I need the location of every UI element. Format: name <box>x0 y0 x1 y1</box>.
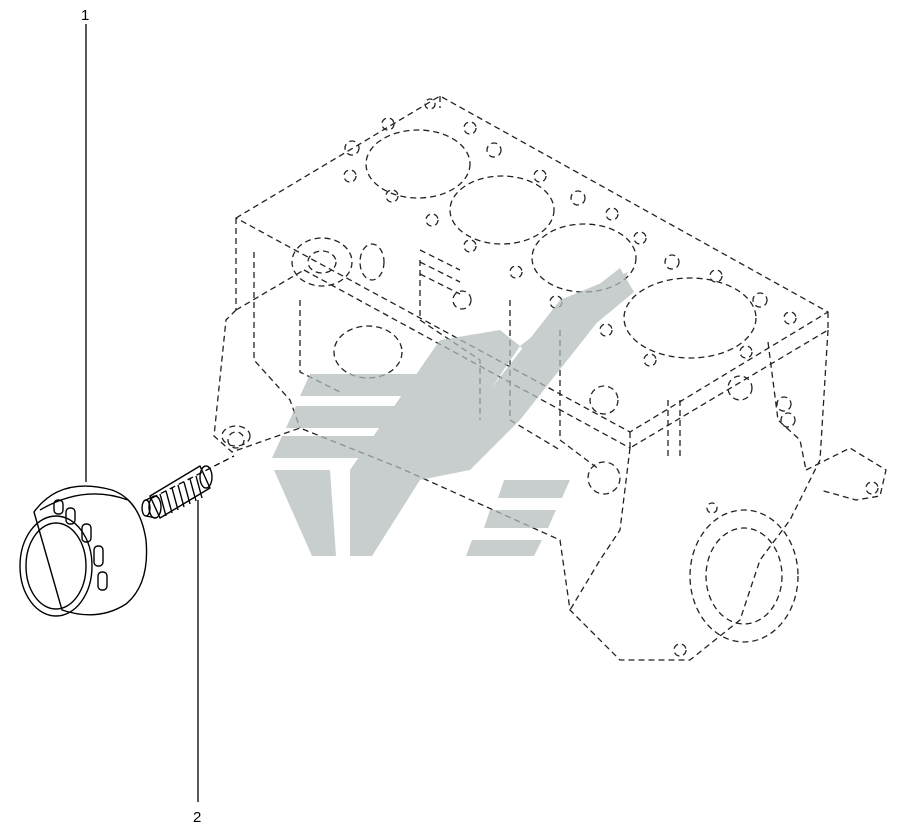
threaded-stud <box>141 455 235 519</box>
watermark-logo <box>272 268 634 556</box>
oil-filter <box>19 485 148 617</box>
callout-1: 1 <box>81 7 89 24</box>
callout-2: 2 <box>193 809 201 826</box>
